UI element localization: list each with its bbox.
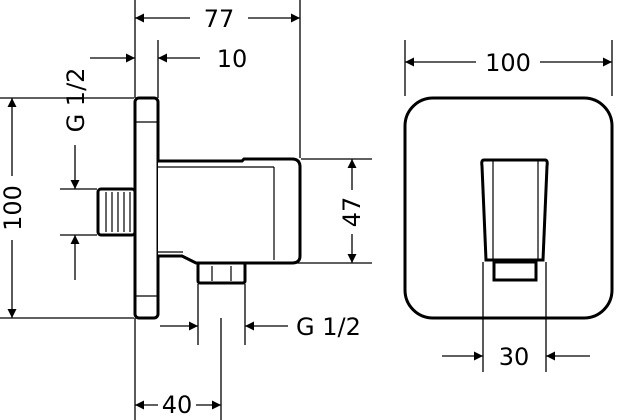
threaded-nipple: [96, 187, 137, 237]
outlet-nut: [196, 261, 247, 285]
front-view: 100 30: [403, 40, 614, 372]
outlet-body: [158, 157, 302, 265]
dim-outlet-offset-label: 40: [162, 391, 193, 419]
dim-thread-bottom-label: G 1/2: [296, 313, 361, 341]
side-view: 77 10 G 1/2 100 47 G 1/2: [0, 0, 372, 420]
dim-body-height-label: 47: [338, 197, 366, 228]
dim-thread-left-label: G 1/2: [62, 68, 90, 133]
dim-flange-label: 10: [217, 45, 248, 73]
wall-flange: [133, 96, 160, 320]
dim-height-label: 100: [0, 185, 27, 231]
hose-holder: [480, 158, 549, 282]
dim-handle-width-label: 30: [499, 343, 530, 371]
dim-depth-label: 77: [204, 5, 235, 33]
dim-width-label: 100: [485, 49, 531, 77]
